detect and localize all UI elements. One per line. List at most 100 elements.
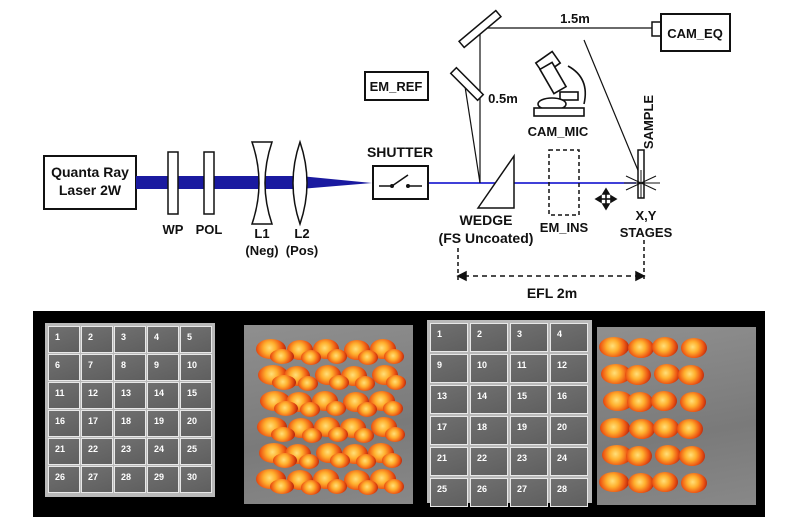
sample-label: SAMPLE [641,95,656,150]
grid-cell: 19 [510,416,548,445]
grid-cell-number: 23 [517,453,528,463]
cam-eq-label: CAM_EQ [667,26,723,41]
laser-burn-spot [680,392,706,412]
laser-burn-spot [329,375,349,390]
grid-cell: 2 [470,323,508,352]
l1-label: L1 [254,226,269,241]
laser-burn-spot [273,453,297,468]
laser-burn-spot [627,392,653,412]
grid-cell-number: 4 [557,329,563,339]
cam-eq-box [660,13,731,52]
stages-label-line2: STAGES [620,225,673,240]
efl-label: EFL 2m [527,285,577,301]
laser-burn-spot [357,402,377,417]
laser-burn-spot [299,454,319,469]
grid-cell-number: 19 [517,422,528,432]
laser-label-line2: Laser 2W [59,182,122,198]
grid-cell: 15 [510,385,548,414]
grid-cell-number: 21 [437,453,448,463]
grid-cell-number: 29 [154,472,165,482]
grid-cell: 1 [430,323,468,352]
grid-cell-number: 24 [557,453,568,463]
grid-cell: 16 [550,385,588,414]
grid-cell: 27 [510,478,548,507]
laser-burn-spot [681,473,707,493]
grid-cell-number: 8 [121,360,127,370]
grid-cell-number: 10 [477,360,488,370]
laser-burn-spot [625,365,651,385]
grid-cell-number: 5 [187,332,193,342]
grid-cell: 13 [114,382,146,409]
reflected-beam-to-em-ref [463,79,481,184]
distance-long-label: 1.5m [560,11,590,26]
grid-cell: 18 [114,410,146,437]
laser-burn-spot [384,479,404,494]
grid-cell: 17 [430,416,468,445]
shutter-switch-icon [379,174,422,188]
laser-burn-spot [271,427,295,442]
microscope-icon [533,50,587,117]
grid-cell: 26 [470,478,508,507]
grid-cell-number: 13 [437,391,448,401]
grid-cell: 7 [81,354,113,381]
grid-cell-number: 27 [517,484,528,494]
laser-burn-spot [327,479,347,494]
microscope-view-line [583,39,643,181]
grid-cell-number: 30 [187,472,198,482]
wedge-sub-label: (FS Uncoated) [439,230,534,246]
laser-burn-spot [272,375,296,390]
grid-cell: 12 [550,354,588,383]
grid-cell: 15 [180,382,212,409]
laser-burn-spot [626,446,652,466]
grid-cell-number: 25 [187,444,198,454]
grid-cell: 14 [470,385,508,414]
grid-cell-number: 16 [55,416,66,426]
laser-burn-spot [599,337,629,357]
laser-burn-spot [301,480,321,495]
laser-burn-spot [653,418,679,438]
grid-cell: 28 [114,466,146,493]
l2-label: L2 [294,226,309,241]
grid-cell: 4 [147,326,179,353]
grid-cell: 26 [48,466,80,493]
laser-burn-spot [601,364,631,384]
laser-burn-spot [358,480,378,495]
grid-cell: 24 [550,447,588,476]
grid-cell-number: 3 [121,332,127,342]
grid-cell-number: 18 [477,422,488,432]
grid-cell-number: 2 [88,332,94,342]
grid-cell-number: 22 [88,444,99,454]
grid-cell-number: 14 [154,388,165,398]
laser-burn-spot [301,350,321,365]
polarizer [203,151,215,215]
grid-cell-number: 9 [154,360,160,370]
pol-label: POL [196,222,223,237]
grid-cell: 12 [81,382,113,409]
grid-cell: 25 [180,438,212,465]
grid-cell: 3 [510,323,548,352]
laser-burn-spot [652,337,678,357]
grid-cell-number: 11 [517,360,527,370]
laser-burn-spot [678,365,704,385]
em-ref-label: EM_REF [370,79,423,94]
laser-burn-spot [652,472,678,492]
grid-cell: 19 [147,410,179,437]
wedge-label: WEDGE [460,212,513,228]
grid-cell: 4 [550,323,588,352]
grid-cell: 24 [147,438,179,465]
laser-burn-spot [629,419,655,439]
grid-cell: 21 [430,447,468,476]
grid-cell: 9 [430,354,468,383]
grid-cell: 13 [430,385,468,414]
grid-cell-number: 20 [557,422,568,432]
grid-cell-number: 13 [121,388,132,398]
laser-burn-spot [677,419,703,439]
grid-cell: 14 [147,382,179,409]
mirror-em-ref [449,66,485,102]
grid-cell-number: 28 [121,472,132,482]
laser-burn-spot [330,453,350,468]
xy-stage-arrows-icon [594,187,618,211]
grid-cell: 22 [470,447,508,476]
grid-cell-number: 1 [55,332,61,342]
